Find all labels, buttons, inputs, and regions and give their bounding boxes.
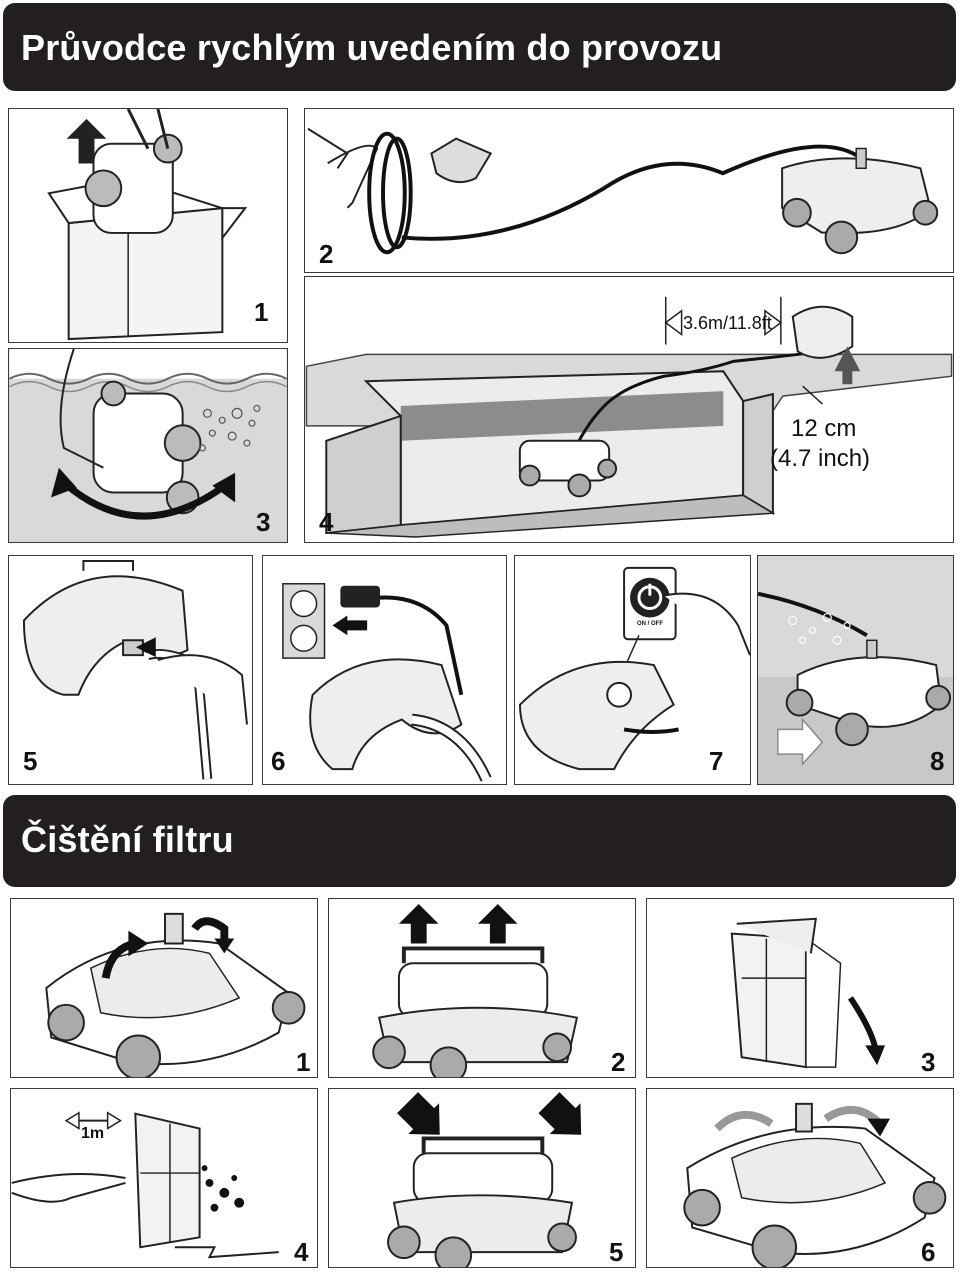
height-up-arrow-icon (834, 346, 861, 385)
filter-step-6-number: 6 (921, 1237, 936, 1267)
up-arrow-icon (66, 118, 107, 164)
setup-step-7-panel: ON / OFF 7 (514, 555, 751, 785)
robot-cleaning-illustration (758, 591, 953, 784)
reinsert-filter-illustration (387, 1092, 582, 1267)
submerge-tilt-illustration (9, 349, 287, 520)
setup-step-8-panel: 8 (757, 555, 954, 785)
open-filter-illustration (730, 917, 886, 1069)
close-lid-illustration (683, 1102, 947, 1267)
insert-arrow-left-icon (397, 1092, 440, 1135)
setup-step-7-number: 7 (709, 746, 724, 776)
filter-step-3-panel: 3 (646, 898, 954, 1078)
filter-section-title: Čištění filtru (21, 819, 234, 860)
rotate-arrow-icon-2 (214, 938, 235, 954)
setup-section-header: Průvodce rychlým uvedením do provozu (3, 3, 956, 91)
setup-step-3-panel: 3 (8, 348, 288, 543)
rotate-arrow-icon (128, 930, 149, 957)
setup-step-5-number: 5 (23, 746, 38, 776)
cable-unwinding-illustration (307, 127, 939, 255)
plug-arrow-icon (332, 615, 368, 636)
setup-step-2-number: 2 (319, 239, 334, 269)
distance-label: 3.6m/11.8ft (683, 313, 772, 333)
filter-step-4-panel: 1m 4 (10, 1088, 318, 1268)
setup-step-6-panel: 6 (262, 555, 507, 785)
pool-placement-illustration (305, 296, 953, 538)
lift-arrow-right-icon (478, 903, 518, 944)
plug-icon (340, 585, 381, 608)
setup-step-4-number: 4 (319, 507, 334, 537)
filter-step-6-panel: 6 (646, 1088, 954, 1268)
rotate-right-arrow-icon (212, 472, 236, 503)
filter-step-3-number: 3 (921, 1047, 936, 1077)
on-off-label: ON / OFF (637, 621, 663, 627)
power-switch-illustration (518, 566, 750, 771)
close-arrow-icon (867, 1118, 890, 1137)
unboxing-illustration (47, 109, 248, 341)
lift-filter-illustration (372, 903, 579, 1077)
rinse-filter-illustration (11, 1111, 279, 1259)
filter-step-1-number: 1 (296, 1047, 311, 1077)
filter-section-header: Čištění filtru (3, 795, 956, 887)
open-lid-illustration (45, 912, 306, 1077)
setup-step-1-number: 1 (254, 297, 269, 327)
filter-step-4-number: 4 (294, 1237, 309, 1267)
insert-arrow-icon (135, 637, 156, 658)
filter-step-2-number: 2 (611, 1047, 626, 1077)
setup-section-title: Průvodce rychlým uvedením do provozu (21, 27, 723, 68)
lift-arrow-left-icon (398, 903, 439, 944)
rinse-distance-label: 1m (81, 1125, 105, 1142)
filter-step-5-number: 5 (609, 1237, 624, 1267)
direction-arrow-icon (777, 717, 824, 766)
setup-step-5-panel: 5 (8, 555, 253, 785)
connect-cable-illustration (22, 559, 248, 780)
height-inch-label: (4.7 inch) (770, 445, 871, 472)
height-cm-label: 12 cm (791, 415, 857, 442)
filter-step-1-panel: 1 (10, 898, 318, 1078)
setup-step-3-number: 3 (256, 507, 271, 537)
setup-step-4-panel: 3.6m/11.8ft 12 cm (4.7 inch) 4 (304, 276, 954, 543)
setup-step-8-number: 8 (930, 746, 945, 776)
rotate-left-arrow-icon (51, 467, 77, 498)
plug-into-socket-illustration (282, 583, 492, 782)
filter-step-2-panel: 2 (328, 898, 636, 1078)
setup-step-2-panel: 2 (304, 108, 954, 273)
setup-step-6-number: 6 (271, 746, 286, 776)
down-arrow-icon (865, 1045, 886, 1066)
setup-step-1-panel: 1 (8, 108, 288, 343)
filter-step-5-panel: 5 (328, 1088, 636, 1268)
insert-arrow-right-icon (538, 1092, 582, 1135)
